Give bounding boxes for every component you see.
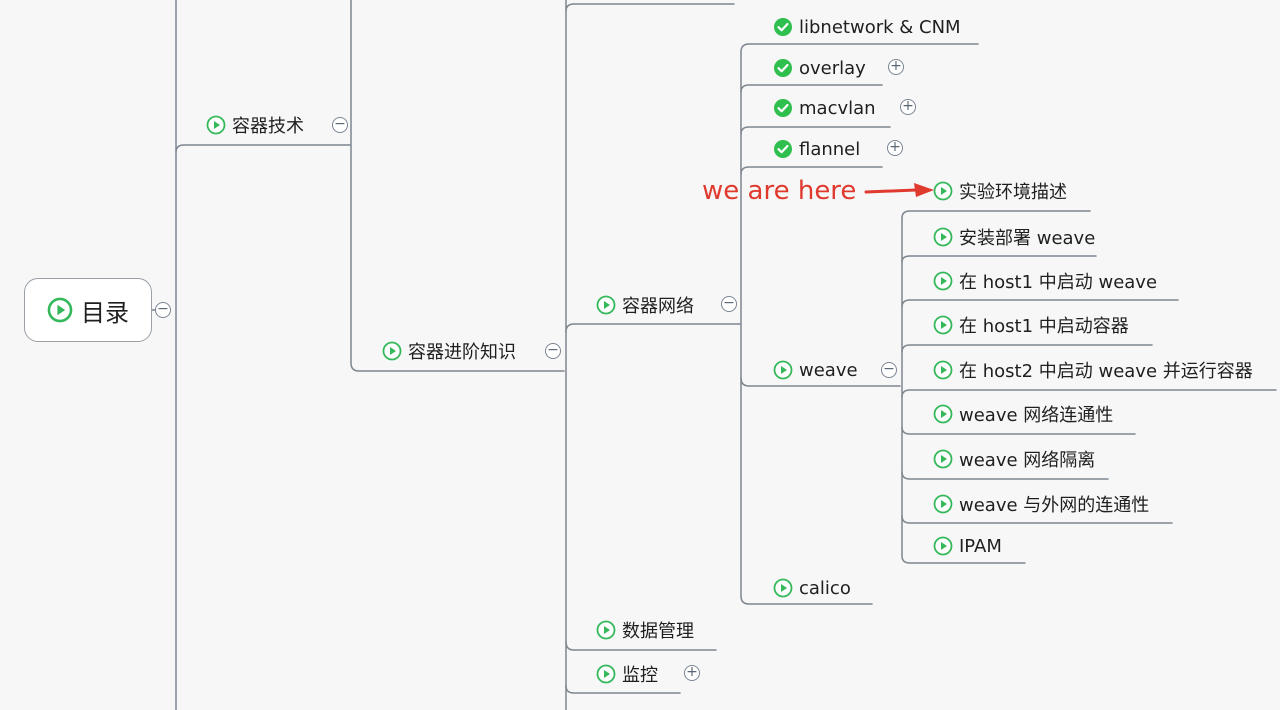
expand-toggle[interactable]: + — [900, 99, 916, 115]
play-icon — [382, 341, 402, 361]
node-libnetwork-cnm[interactable]: libnetwork & CNM — [773, 12, 961, 42]
node-label: libnetwork & CNM — [799, 16, 961, 38]
root-label: 目录 — [81, 298, 129, 327]
node-label: 实验环境描述 — [959, 182, 1067, 203]
we-are-here-annotation: we are here — [702, 176, 857, 206]
node-label: flannel — [799, 138, 861, 160]
node-overlay[interactable]: overlay — [773, 53, 866, 83]
node-weave-connectivity[interactable]: weave 网络连通性 — [933, 399, 1113, 429]
play-icon — [933, 449, 953, 469]
play-icon — [933, 181, 953, 201]
node-data-management[interactable]: 数据管理 — [596, 615, 694, 645]
node-label: 容器进阶知识 — [408, 342, 516, 363]
node-weave[interactable]: weave — [773, 355, 858, 385]
node-label: weave 网络连通性 — [959, 405, 1114, 426]
play-icon — [206, 115, 226, 135]
node-calico[interactable]: calico — [773, 573, 851, 603]
play-icon — [933, 536, 953, 556]
play-icon — [596, 664, 616, 684]
node-monitor[interactable]: 监控 — [596, 659, 658, 689]
node-label: weave 网络隔离 — [959, 450, 1096, 471]
play-icon — [933, 271, 953, 291]
expand-toggle[interactable]: + — [887, 140, 903, 156]
node-label: 在 host2 中启动 weave 并运行容器 — [959, 361, 1253, 382]
node-label: IPAM — [959, 535, 1002, 557]
play-icon — [47, 297, 73, 323]
node-label: 在 host1 中启动 weave — [959, 272, 1158, 293]
node-label: 容器技术 — [232, 116, 304, 137]
annotation-arrow — [864, 183, 934, 197]
play-icon — [596, 620, 616, 640]
node-flannel[interactable]: flannel — [773, 134, 860, 164]
collapse-toggle[interactable]: − — [881, 362, 897, 378]
play-icon — [933, 360, 953, 380]
node-rongqi-jinjie[interactable]: 容器进阶知识 — [382, 336, 516, 366]
play-icon — [933, 315, 953, 335]
node-label: 在 host1 中启动容器 — [959, 316, 1129, 337]
node-label: overlay — [799, 57, 866, 79]
expand-toggle[interactable]: + — [888, 59, 904, 75]
node-ipam[interactable]: IPAM — [933, 531, 1002, 561]
node-label: calico — [799, 577, 851, 599]
check-circle-icon — [773, 58, 793, 78]
node-rongqi-wangluo[interactable]: 容器网络 — [596, 290, 694, 320]
root-collapse-toggle[interactable]: − — [155, 302, 171, 318]
node-label: 容器网络 — [622, 296, 694, 317]
node-label: 安装部署 weave — [959, 228, 1096, 249]
collapse-toggle[interactable]: − — [545, 343, 561, 359]
node-host1-start-weave[interactable]: 在 host1 中启动 weave — [933, 266, 1157, 296]
check-circle-icon — [773, 98, 793, 118]
node-weave-external[interactable]: weave 与外网的连通性 — [933, 489, 1149, 519]
play-icon — [773, 360, 793, 380]
node-label: weave 与外网的连通性 — [959, 495, 1150, 516]
node-host2-start-weave[interactable]: 在 host2 中启动 weave 并运行容器 — [933, 355, 1253, 385]
node-install-weave[interactable]: 安装部署 weave — [933, 222, 1095, 252]
collapse-toggle[interactable]: − — [332, 117, 348, 133]
node-lab-env[interactable]: 实验环境描述 — [933, 176, 1067, 206]
check-circle-icon — [773, 139, 793, 159]
node-macvlan[interactable]: macvlan — [773, 93, 876, 123]
node-rongqi-jishu[interactable]: 容器技术 — [206, 110, 304, 140]
node-label: 监控 — [622, 665, 658, 686]
node-label: weave — [799, 359, 858, 381]
play-icon — [596, 295, 616, 315]
expand-toggle[interactable]: + — [684, 665, 700, 681]
collapse-toggle[interactable]: − — [721, 296, 737, 312]
node-host1-start-container[interactable]: 在 host1 中启动容器 — [933, 310, 1129, 340]
play-icon — [933, 227, 953, 247]
check-circle-icon — [773, 17, 793, 37]
node-weave-isolation[interactable]: weave 网络隔离 — [933, 444, 1095, 474]
play-icon — [933, 494, 953, 514]
node-label: macvlan — [799, 97, 876, 119]
root-node[interactable]: 目录 — [24, 278, 152, 342]
node-label: 数据管理 — [622, 621, 694, 642]
play-icon — [933, 404, 953, 424]
play-icon — [773, 578, 793, 598]
